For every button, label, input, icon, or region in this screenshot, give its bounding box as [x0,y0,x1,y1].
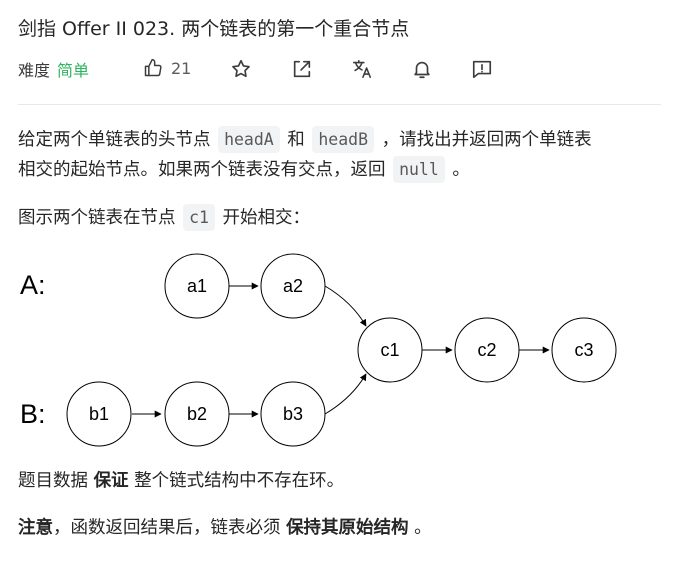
node-c3: c3 [551,317,617,383]
arrow-a2-c1 [324,285,367,327]
node-b1: b1 [66,381,132,447]
node-a1: a1 [164,253,230,319]
problem-meta: 难度 简单 [18,56,89,82]
text-span: ，请找出并返回两个单链表 [376,130,592,150]
node-b2-label: b2 [187,404,207,424]
like-count: 21 [171,58,192,78]
linked-list-diagram: A: B: a1 a2 c1 c2 c3 b1 b2 b3 [20,253,617,447]
node-b3-label: b3 [283,404,303,424]
list-a-label: A: [20,270,46,300]
star-icon[interactable] [230,58,252,80]
code-c1: c1 [183,204,215,231]
text-span: 整个链式结构中不存在环。 [128,471,345,491]
problem-title: 剑指 Offer II 023. 两个链表的第一个重合节点 [18,18,410,40]
difficulty-label: 难度 [18,61,51,80]
bell-icon[interactable] [411,58,433,80]
description-paragraph-2: 图示两个链表在节点 c1 开始相交： [18,203,310,233]
translate-icon[interactable] [351,58,373,80]
bold-guarantee: 保证 [93,471,129,491]
node-c2-label: c2 [477,340,496,360]
text-span: 给定两个单链表的头节点 [18,130,217,150]
node-b2: b2 [164,381,230,447]
description-paragraph-3: 题目数据 保证 整个链式结构中不存在环。 [18,466,344,496]
header-divider [18,104,661,105]
node-a2-label: a2 [283,276,303,296]
feedback-icon[interactable] [471,58,493,80]
node-c1-label: c1 [380,340,399,360]
share-icon[interactable] [291,58,313,80]
text-span: 。 [446,160,470,180]
code-headB: headB [312,126,375,153]
text-span: 。 [408,518,432,538]
node-a2: a2 [260,253,326,319]
bold-note: 注意 [18,518,53,538]
text-span: ，函数返回结果后，链表必须 [53,518,287,538]
text-span: 题目数据 [18,471,94,491]
text-span: 和 [281,130,311,150]
thumbs-up-icon [144,58,162,77]
node-c2: c2 [454,317,520,383]
node-c3-label: c3 [574,340,593,360]
list-b-label: B: [20,399,46,429]
text-span: 开始相交： [216,208,311,228]
p1-line-2: 相交的起始节点。如果两个链表没有交点，返回 null 。 [18,155,592,185]
code-headA: headA [218,126,280,153]
node-b3: b3 [260,381,326,447]
text-span: 相交的起始节点。如果两个链表没有交点，返回 [18,160,392,180]
description-paragraph-1: 给定两个单链表的头节点 headA 和 headB ，请找出并返回两个单链表 相… [18,125,592,185]
node-b1-label: b1 [89,404,109,424]
description-paragraph-4: 注意，函数返回结果后，链表必须 保持其原始结构 。 [18,513,432,543]
arrow-b3-c1 [324,373,367,415]
bold-keep-structure: 保持其原始结构 [286,518,409,538]
text-span: 图示两个链表在节点 [18,208,182,228]
difficulty-badge: 简单 [57,61,90,80]
like-button[interactable]: 21 [143,58,191,78]
p1-line-1: 给定两个单链表的头节点 headA 和 headB ，请找出并返回两个单链表 [18,125,592,155]
node-a1-label: a1 [187,276,207,296]
node-c1: c1 [357,317,423,383]
code-null: null [393,156,445,183]
